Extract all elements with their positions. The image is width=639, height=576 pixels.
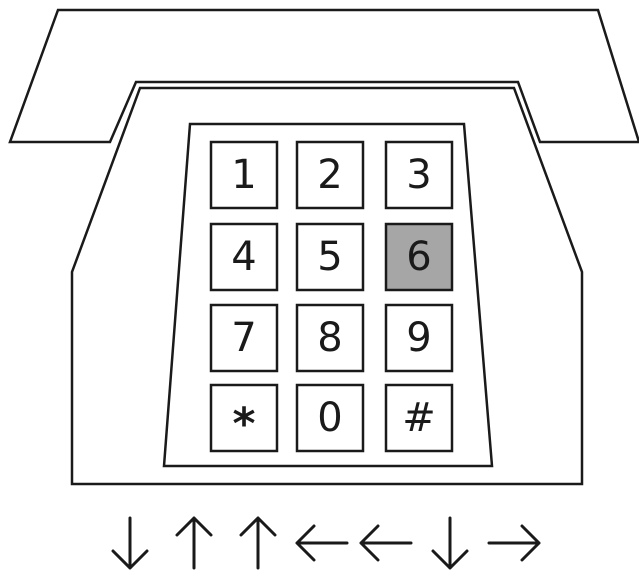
arrow-down-icon bbox=[433, 518, 467, 568]
arrow-sequence bbox=[113, 518, 539, 568]
arrow-left-icon bbox=[361, 526, 411, 560]
arrow-left-icon bbox=[297, 526, 347, 560]
key-label: 1 bbox=[231, 152, 256, 198]
key-label: 7 bbox=[231, 315, 256, 361]
arrow-up-icon bbox=[177, 518, 211, 568]
key-label: 9 bbox=[406, 315, 431, 361]
key-label: 2 bbox=[317, 152, 342, 198]
key-label: 0 bbox=[317, 395, 342, 441]
key-label: 6 bbox=[406, 234, 431, 280]
arrow-down-icon bbox=[113, 518, 147, 568]
keypad-keys: 1 2 3 4 5 6 7 8 9 * 0 # bbox=[211, 142, 452, 451]
key-label: 8 bbox=[317, 315, 342, 361]
key-label: * bbox=[232, 399, 255, 450]
arrow-up-icon bbox=[241, 518, 275, 568]
key-label: 3 bbox=[406, 152, 431, 198]
key-label: # bbox=[402, 395, 436, 441]
arrow-right-icon bbox=[489, 526, 539, 560]
key-label: 5 bbox=[317, 234, 342, 280]
key-label: 4 bbox=[231, 234, 256, 280]
handset-outline bbox=[10, 10, 639, 142]
